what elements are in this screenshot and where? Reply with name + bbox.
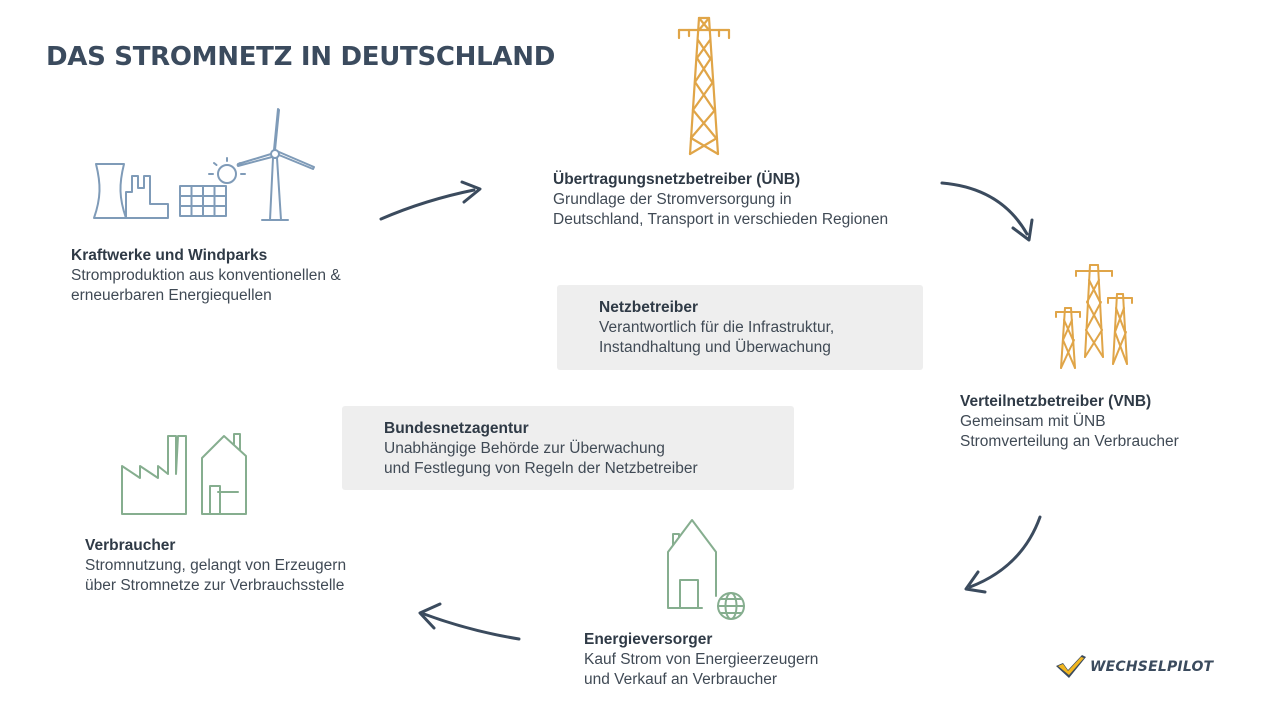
node-vnb-line-1: Gemeinsam mit ÜNB	[960, 413, 1106, 430]
box-bundesnetzagentur-heading: Bundesnetzagentur	[384, 420, 529, 437]
house-globe-icon	[667, 519, 745, 620]
node-energieversorger-line-2: und Verkauf an Verbraucher	[584, 671, 778, 688]
node-verbraucher-heading: Verbraucher	[85, 537, 176, 554]
box-netzbetreiber-heading: Netzbetreiber	[599, 299, 699, 316]
node-vnb-heading: Verteilnetzbetreiber (VNB)	[960, 393, 1152, 410]
logo-text: WECHSELPILOT	[1090, 659, 1214, 675]
node-verbraucher-line-1: Stromnutzung, gelangt von Erzeugern	[85, 557, 347, 574]
node-energieversorger: Energieversorger Kauf Strom von Energiee…	[584, 630, 818, 690]
arrow-energieversorger-to-verbraucher	[418, 602, 521, 641]
page-title: DAS STROMNETZ IN DEUTSCHLAND	[46, 42, 555, 72]
transmission-tower-icon	[677, 16, 731, 156]
node-verbraucher-line-2: über Stromnetze zur Verbrauchsstelle	[85, 577, 345, 594]
arrow-uenb-to-vnb	[940, 181, 1034, 242]
node-kraftwerke: Kraftwerke und Windparks Stromproduktion…	[71, 246, 341, 306]
box-bundesnetzagentur-line-1: Unabhängige Behörde zur Überwachung	[384, 440, 665, 457]
wechselpilot-logo: WECHSELPILOT	[1055, 654, 1213, 680]
distribution-towers-icon	[1055, 264, 1133, 369]
box-netzbetreiber-line-1: Verantwortlich für die Infrastruktur,	[599, 319, 835, 336]
box-netzbetreiber: Netzbetreiber Verantwortlich für die Inf…	[557, 285, 923, 370]
box-netzbetreiber-line-2: Instandhaltung und Überwachung	[599, 339, 831, 356]
power-plant-wind-icon	[93, 108, 315, 221]
arrow-vnb-to-energieversorger	[964, 515, 1042, 594]
node-energieversorger-line-1: Kauf Strom von Energieerzeugern	[584, 651, 819, 668]
checkmark-logo-icon	[1056, 655, 1086, 678]
node-uenb-heading: Übertragungsnetzbetreiber (ÜNB)	[553, 171, 801, 188]
box-bundesnetzagentur: Bundesnetzagentur Unabhängige Behörde zu…	[342, 406, 794, 490]
arrow-kraftwerke-to-uenb	[379, 180, 482, 221]
node-uenb-line-1: Grundlage der Stromversorgung in	[553, 191, 792, 208]
node-vnb-line-2: Stromverteilung an Verbraucher	[960, 433, 1179, 450]
box-bundesnetzagentur-line-2: und Festlegung von Regeln der Netzbetrei…	[384, 460, 698, 477]
node-energieversorger-heading: Energieversorger	[584, 631, 713, 648]
node-kraftwerke-heading: Kraftwerke und Windparks	[71, 247, 268, 264]
node-uenb-line-2: Deutschland, Transport in verschieden Re…	[553, 211, 889, 228]
node-kraftwerke-line-2: erneuerbaren Energiequellen	[71, 287, 272, 304]
node-uenb: Übertragungsnetzbetreiber (ÜNB) Grundlag…	[553, 170, 888, 230]
node-verbraucher: Verbraucher Stromnutzung, gelangt von Er…	[85, 536, 346, 596]
node-kraftwerke-line-1: Stromproduktion aus konventionellen &	[71, 267, 341, 284]
node-vnb: Verteilnetzbetreiber (VNB) Gemeinsam mit…	[960, 392, 1179, 452]
factory-house-icon	[121, 433, 247, 515]
